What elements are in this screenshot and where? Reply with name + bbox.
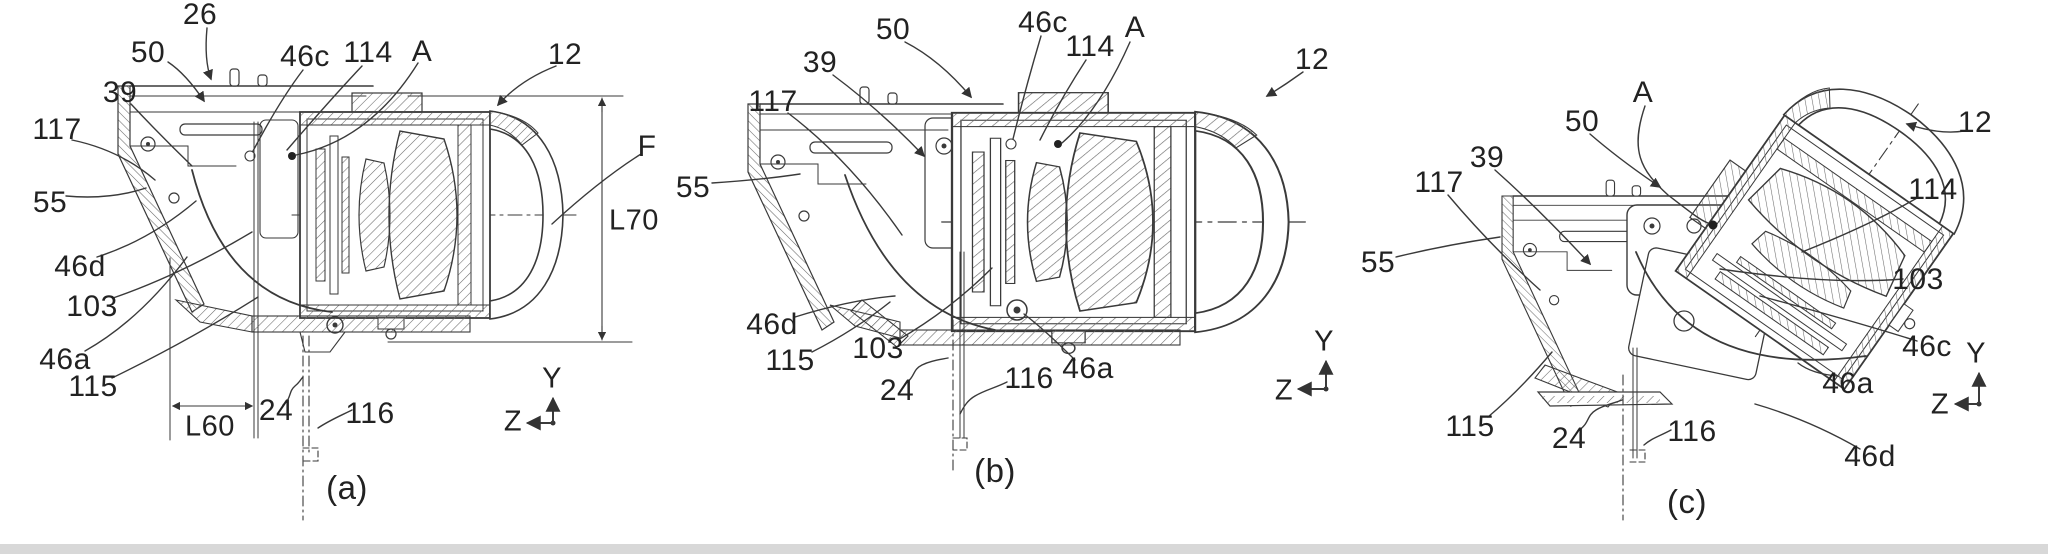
ref-label-39-a: 39 bbox=[102, 76, 138, 109]
ref-label-116-c: 116 bbox=[1667, 415, 1717, 448]
ref-label-103-b: 103 bbox=[852, 332, 904, 365]
ref-label-114-a: 114 bbox=[343, 36, 393, 69]
ref-label-117-a: 117 bbox=[32, 113, 82, 146]
axis-label-y-b: Y bbox=[1314, 325, 1334, 358]
axis-label-z-a: Z bbox=[503, 405, 523, 438]
ref-label-39-c: 39 bbox=[1469, 141, 1505, 174]
ref-label-26-a: 26 bbox=[182, 0, 218, 31]
dim-label-L60: L60 bbox=[185, 410, 235, 443]
ref-label-24-a: 24 bbox=[258, 394, 294, 427]
caption-b: (b) bbox=[974, 452, 1016, 489]
ref-label-116-b: 116 bbox=[1004, 362, 1054, 395]
ref-label-114-b: 114 bbox=[1065, 30, 1115, 63]
ref-label-116-a: 116 bbox=[345, 397, 395, 430]
ref-label-114-c: 114 bbox=[1908, 173, 1958, 206]
figure-a-drawing bbox=[65, 27, 642, 521]
ref-label-A-a: A bbox=[411, 35, 433, 68]
ref-label-A-b: A bbox=[1124, 11, 1146, 44]
ref-label-46d-c: 46d bbox=[1844, 440, 1896, 473]
ref-label-115-a: 115 bbox=[68, 370, 118, 403]
ref-label-46a-a: 46a bbox=[39, 343, 91, 376]
ref-label-50-b: 50 bbox=[875, 13, 911, 46]
ref-label-24-c: 24 bbox=[1551, 422, 1587, 455]
ref-label-117-b: 117 bbox=[748, 85, 798, 118]
ref-label-103-c: 103 bbox=[1892, 263, 1944, 296]
ref-label-24-b: 24 bbox=[879, 374, 915, 407]
ref-label-12-c: 12 bbox=[1957, 106, 1993, 139]
ref-label-117-c: 117 bbox=[1414, 166, 1464, 199]
ref-label-46d-a: 46d bbox=[54, 250, 106, 283]
ref-label-39-b: 39 bbox=[802, 46, 838, 79]
ref-label-55-c: 55 bbox=[1360, 246, 1396, 279]
ref-label-A-c: A bbox=[1632, 76, 1654, 109]
ref-label-12-a: 12 bbox=[547, 38, 583, 71]
dim-label-L70: L70 bbox=[609, 204, 659, 237]
caption-a: (a) bbox=[326, 469, 368, 506]
ref-label-46a-c: 46a bbox=[1822, 367, 1874, 400]
ref-label-115-c: 115 bbox=[1445, 410, 1495, 443]
figure-b-drawing bbox=[711, 35, 1334, 471]
axis-label-y-c: Y bbox=[1966, 337, 1986, 370]
ref-label-46a-b: 46a bbox=[1062, 352, 1114, 385]
ref-label-12-b: 12 bbox=[1294, 43, 1330, 76]
ref-label-F-a: F bbox=[637, 130, 657, 163]
ref-label-46c-b: 46c bbox=[1018, 6, 1068, 39]
ref-label-55-a: 55 bbox=[32, 186, 68, 219]
ref-label-115-b: 115 bbox=[765, 344, 815, 377]
axis-label-z-c: Z bbox=[1930, 388, 1950, 421]
ref-label-46d-b: 46d bbox=[746, 308, 798, 341]
axis-label-y-a: Y bbox=[542, 362, 562, 395]
ref-label-46c-a: 46c bbox=[280, 40, 330, 73]
figure-c-drawing bbox=[1395, 33, 2021, 521]
ref-label-46c-c: 46c bbox=[1902, 330, 1952, 363]
axis-label-z-b: Z bbox=[1274, 374, 1294, 407]
caption-c: (c) bbox=[1667, 483, 1707, 520]
ref-label-50-c: 50 bbox=[1564, 105, 1600, 138]
page-bottom-edge bbox=[0, 544, 2048, 554]
ref-label-50-a: 50 bbox=[130, 36, 166, 69]
ref-label-55-b: 55 bbox=[675, 171, 711, 204]
ref-label-103-a: 103 bbox=[66, 290, 118, 323]
